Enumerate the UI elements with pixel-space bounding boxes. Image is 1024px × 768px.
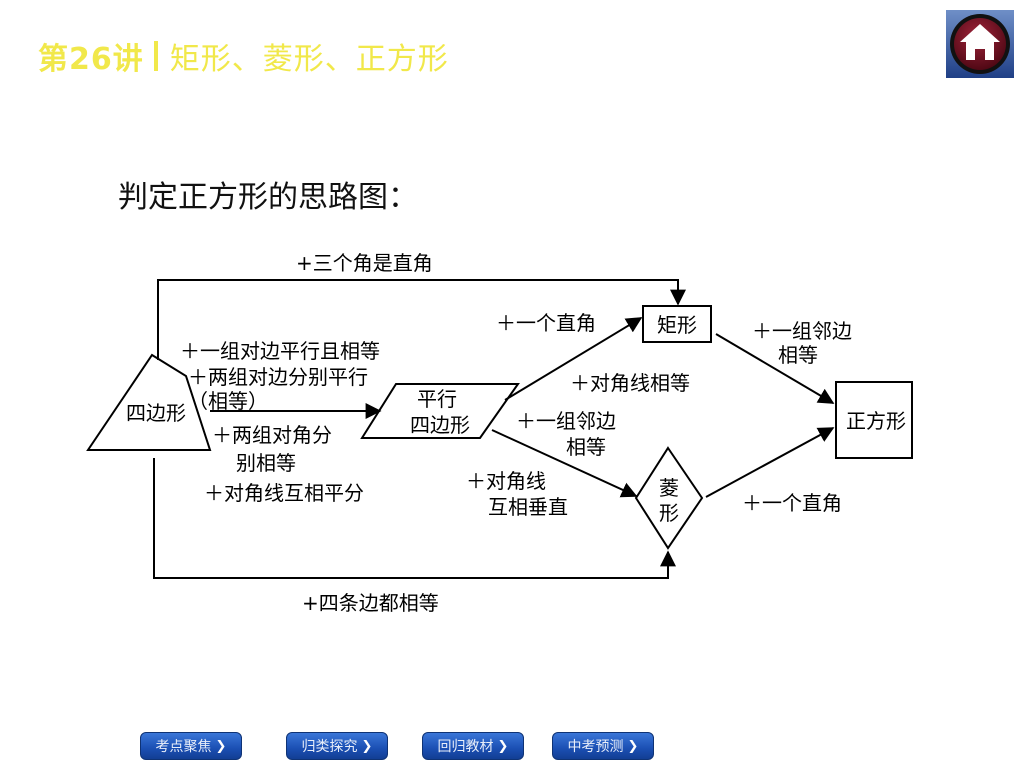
nav-label: 中考预测 (567, 739, 624, 755)
page-header: 第26讲 矩形、菱形、正方形 (38, 36, 449, 77)
edge-para-to-rect (504, 317, 643, 401)
nav-label: 考点聚焦 (155, 739, 212, 755)
label-rect-square-2: 相等 (778, 343, 818, 367)
rhombus-label-line1: 菱 (659, 476, 679, 500)
label-quad-para-5: 别相等 (236, 451, 296, 475)
label-para-rhombus-b-2: 互相垂直 (488, 495, 568, 519)
label-quad-para-2: ＋两组对边分别平行 (188, 365, 368, 389)
rectangle-node (642, 305, 712, 343)
edge-quad-to-rect (157, 279, 686, 360)
label-para-rect-b: ＋对角线相等 (570, 371, 690, 395)
label-para-rect-a: ＋一个直角 (496, 311, 596, 335)
label-rhombus-square: ＋一个直角 (742, 491, 842, 515)
label-four-equal-sides: +四条边都相等 (302, 591, 439, 615)
rhombus-node (634, 446, 704, 550)
edge-rect-to-square (715, 333, 835, 404)
nav-button-exam-forecast[interactable]: 中考预测❯ (552, 732, 654, 760)
diagram-heading: 判定正方形的思路图： (118, 180, 418, 215)
rectangle-label: 矩形 (657, 313, 697, 337)
lecture-number: 第26讲 (38, 42, 144, 77)
chevron-right-icon: ❯ (497, 738, 509, 754)
quadrilateral-node (86, 353, 212, 451)
label-para-rhombus-b-1: ＋对角线 (466, 469, 546, 493)
label-three-right-angles: +三个角是直角 (296, 251, 433, 275)
chevron-right-icon: ❯ (627, 738, 639, 754)
label-rect-square-1: ＋一组邻边 (752, 319, 852, 343)
parallelogram-node (360, 383, 520, 439)
nav-label: 归类探究 (301, 739, 358, 755)
nav-label: 回归教材 (437, 739, 494, 755)
edge-rhombus-to-square (705, 427, 835, 498)
parallelogram-label-line1: 平行 (417, 387, 457, 411)
nav-button-textbook[interactable]: 回归教材❯ (422, 732, 524, 760)
label-quad-para-4: ＋两组对角分 (212, 423, 332, 447)
parallelogram-label-line2: 四边形 (410, 413, 470, 437)
label-quad-para-6: ＋对角线互相平分 (204, 481, 364, 505)
home-button[interactable] (944, 8, 1016, 80)
edge-quad-to-rhombus (153, 458, 676, 579)
quadrilateral-label: 四边形 (126, 401, 186, 425)
square-node (835, 381, 913, 459)
chevron-right-icon: ❯ (361, 738, 373, 754)
rhombus-label-line2: 形 (659, 501, 679, 525)
header-divider (153, 41, 158, 71)
edge-para-to-rhombus (491, 429, 638, 498)
nav-button-key-points[interactable]: 考点聚焦❯ (140, 732, 242, 760)
home-icon (946, 10, 1014, 78)
label-para-rhombus-a-1: ＋一组邻边 (516, 409, 616, 433)
chevron-right-icon: ❯ (215, 738, 227, 754)
lecture-title: 矩形、菱形、正方形 (169, 42, 449, 77)
label-quad-para-1: ＋一组对边平行且相等 (180, 339, 380, 363)
nav-button-categories[interactable]: 归类探究❯ (286, 732, 388, 760)
square-label: 正方形 (846, 409, 906, 433)
label-quad-para-3: （相等） (188, 389, 268, 413)
label-para-rhombus-a-2: 相等 (566, 435, 606, 459)
